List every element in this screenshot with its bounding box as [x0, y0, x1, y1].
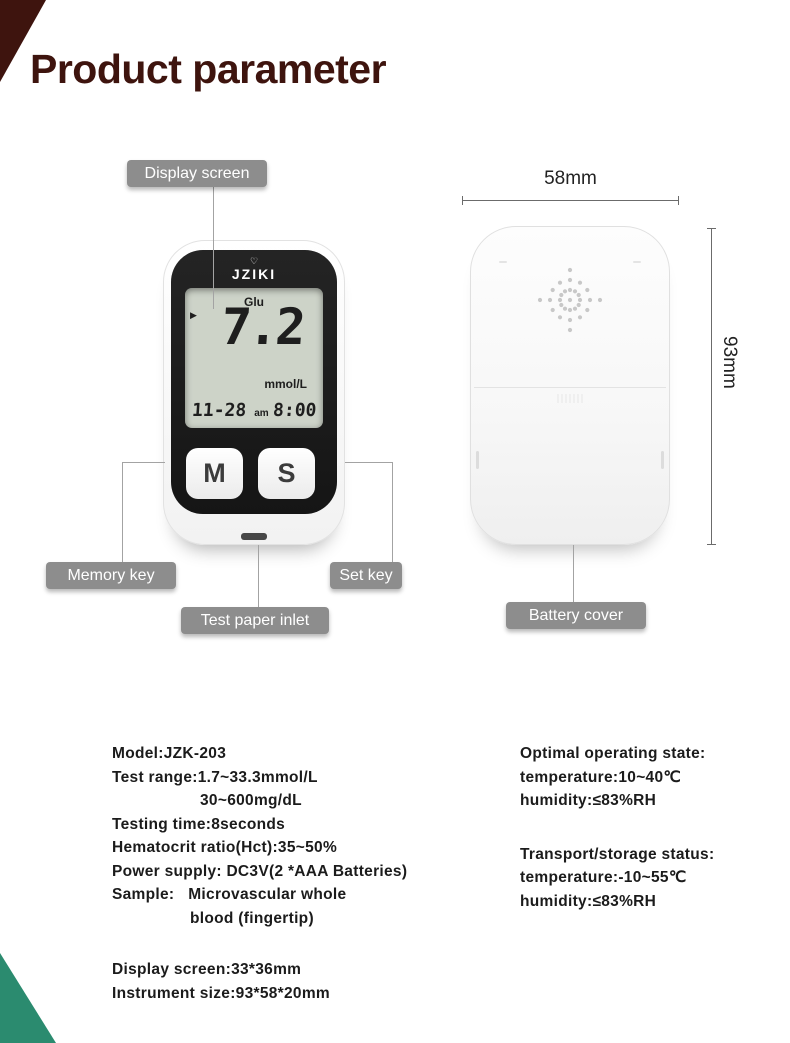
callout-display-screen: Display screen [127, 160, 267, 187]
lcd-reading-value: 7.2 [219, 298, 305, 356]
spec-hematocrit: Hematocrit ratio(Hct):35~50% [112, 839, 338, 856]
spec-sample-cont: blood (fingertip) [190, 909, 314, 927]
spec-transport-humidity: humidity:≤83%RH [520, 892, 657, 910]
height-dimension-label: 93mm [719, 336, 740, 389]
spec-optimal-humidity: humidity:≤83%RH [520, 792, 657, 809]
lcd-glucose-label: Glu [244, 295, 264, 309]
set-key-button: S [258, 448, 315, 499]
front-bezel: ♡ JZIKI Glu ▶ 7.2 mmol/L 11-28 am 8:00 M… [171, 250, 337, 514]
connector-memory-key-horizontal [122, 462, 165, 463]
corner-accent-bottom-left [0, 953, 56, 1043]
grip-ridges [557, 394, 583, 403]
battery-cover-seam [474, 387, 666, 388]
callout-set-key: Set key [330, 562, 402, 589]
connector-battery-cover [573, 545, 574, 602]
lcd-time: 8:00 [271, 400, 317, 421]
spec-test-range: Test range:1.7~33.3mmol/L [112, 768, 318, 786]
spec-instrument-size: Instrument size:93*58*20mm [112, 984, 331, 1002]
side-notch-left [476, 451, 479, 469]
spec-power-supply: Power supply: DC3V(2 *AAA Batteries) [112, 862, 408, 880]
callout-memory-key: Memory key [46, 562, 176, 589]
callout-test-paper-inlet: Test paper inlet [181, 607, 329, 634]
spec-transport-temperature: temperature:-10~55℃ [520, 869, 687, 886]
spec-display-size: Display screen:33*36mm [112, 961, 302, 978]
connector-display-screen [213, 185, 214, 309]
height-dimension-line [707, 228, 716, 545]
lcd-meridiem: am [254, 408, 269, 419]
glucometer-back-view [470, 226, 670, 545]
width-dimension-line [462, 196, 679, 205]
connector-set-key-vertical [392, 462, 393, 562]
mold-mark-left [499, 261, 507, 263]
mold-mark-right [633, 261, 641, 263]
specs-left-column: Model:JZK-203 Test range:1.7~33.3mmol/L … [112, 742, 407, 1005]
memory-key-button: M [186, 448, 243, 499]
heart-icon: ♡ [249, 256, 259, 266]
side-notch-right [661, 451, 664, 469]
spec-model: Model:JZK-203 [112, 745, 227, 762]
connector-test-paper-inlet [258, 545, 259, 607]
spec-sample: Sample: Microvascular whole [112, 886, 347, 903]
glucometer-front-view: ♡ JZIKI Glu ▶ 7.2 mmol/L 11-28 am 8:00 M… [163, 240, 345, 545]
drop-indicator-icon: ▶ [190, 310, 197, 320]
spec-testing-time: Testing time:8seconds [112, 815, 286, 833]
brand-name: JZIKI [231, 266, 277, 282]
spec-test-range-alt: 30~600mg/dL [200, 792, 302, 809]
lcd-screen: Glu ▶ 7.2 mmol/L 11-28 am 8:00 [185, 288, 323, 428]
brand-logo: ♡ JZIKI [171, 256, 337, 284]
callout-battery-cover: Battery cover [506, 602, 646, 629]
connector-set-key-horizontal [345, 462, 392, 463]
lcd-datetime-row: 11-28 am 8:00 [191, 400, 317, 421]
connector-memory-key-vertical [122, 462, 123, 562]
lcd-unit: mmol/L [264, 377, 307, 391]
spec-optimal-temperature: temperature:10~40℃ [520, 768, 682, 786]
page-title: Product parameter [30, 46, 387, 92]
test-strip-slot [241, 533, 267, 540]
lcd-date: 11-28 [191, 400, 247, 421]
speaker-holes-icon [537, 267, 603, 333]
spec-transport-header: Transport/storage status: [520, 845, 715, 863]
specs-right-column: Optimal operating state: temperature:10~… [520, 742, 714, 913]
width-dimension-label: 58mm [544, 168, 597, 189]
spec-optimal-header: Optimal operating state: [520, 745, 706, 762]
